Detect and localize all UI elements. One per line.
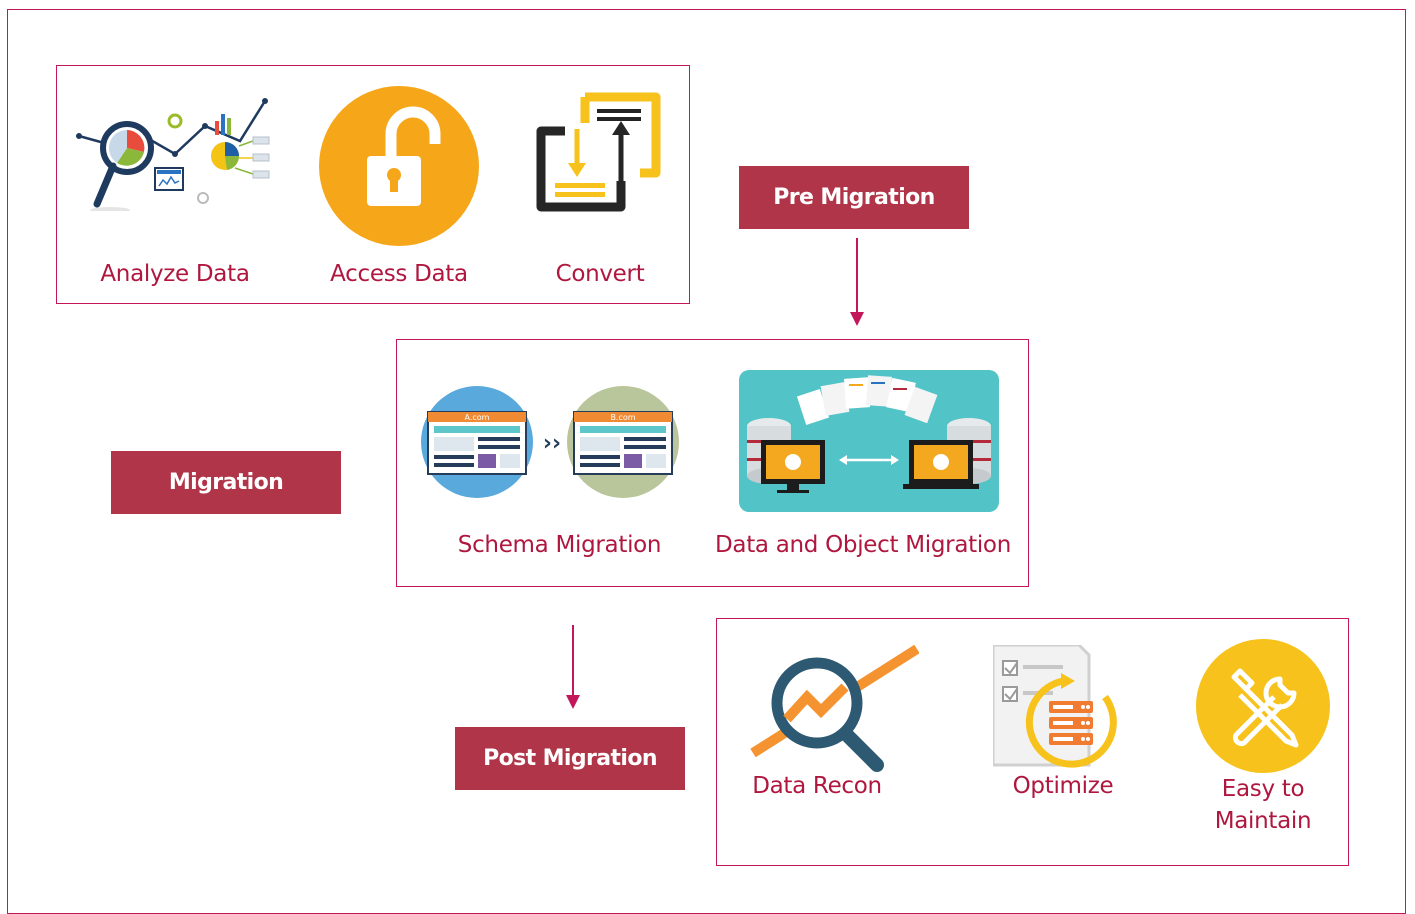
data-object-migration-label: Data and Object Migration [715,532,1011,558]
post-migration-stage: Post Migration [455,727,685,790]
access-data-item: Access Data [299,86,499,287]
schema-migration-item: A.com ›› B.com Schema Migration [417,370,702,570]
data-recon-item: Data Recon [717,639,919,839]
arrow-pre-to-migration [850,238,864,326]
analyze-data-label: Analyze Data [100,261,250,287]
unlock-padlock-icon [319,86,479,246]
migration-group: A.com ›› B.com Schema Migration [396,339,1029,587]
analyze-data-item: Analyze Data [75,86,275,287]
data-recon-label: Data Recon [752,773,882,799]
wrench-screwdriver-icon [1196,639,1330,773]
schema-source-site: A.com [465,413,490,422]
pre-migration-group: Analyze Data Access Data Convert [56,65,690,304]
arrow-migration-to-post [566,625,580,709]
optimize-label: Optimize [1012,773,1114,799]
optimize-item: Optimize [963,639,1163,839]
svg-text:››: ›› [543,431,561,456]
schema-migration-icon: A.com ›› B.com [421,386,679,498]
migration-stage: Migration [111,451,341,514]
schema-migration-label: Schema Migration [457,532,662,558]
convert-item: Convert [500,86,700,287]
analyze-data-icon [76,98,270,211]
convert-label: Convert [555,261,645,287]
schema-target-site: B.com [610,413,635,422]
access-data-label: Access Data [330,261,468,287]
easy-maintain-label: Easy to Maintain [1214,776,1312,834]
easy-maintain-item: Easy to Maintain [1163,639,1363,839]
post-migration-group: Data Recon Optimize [716,618,1349,866]
data-object-migration-item: Data and Object Migration [715,370,1011,570]
convert-icon [536,92,661,212]
magnifier-trend-icon [750,645,919,772]
data-object-migration-icon [739,370,999,512]
optimize-checklist-icon [993,645,1117,768]
pre-migration-stage: Pre Migration [739,166,969,229]
